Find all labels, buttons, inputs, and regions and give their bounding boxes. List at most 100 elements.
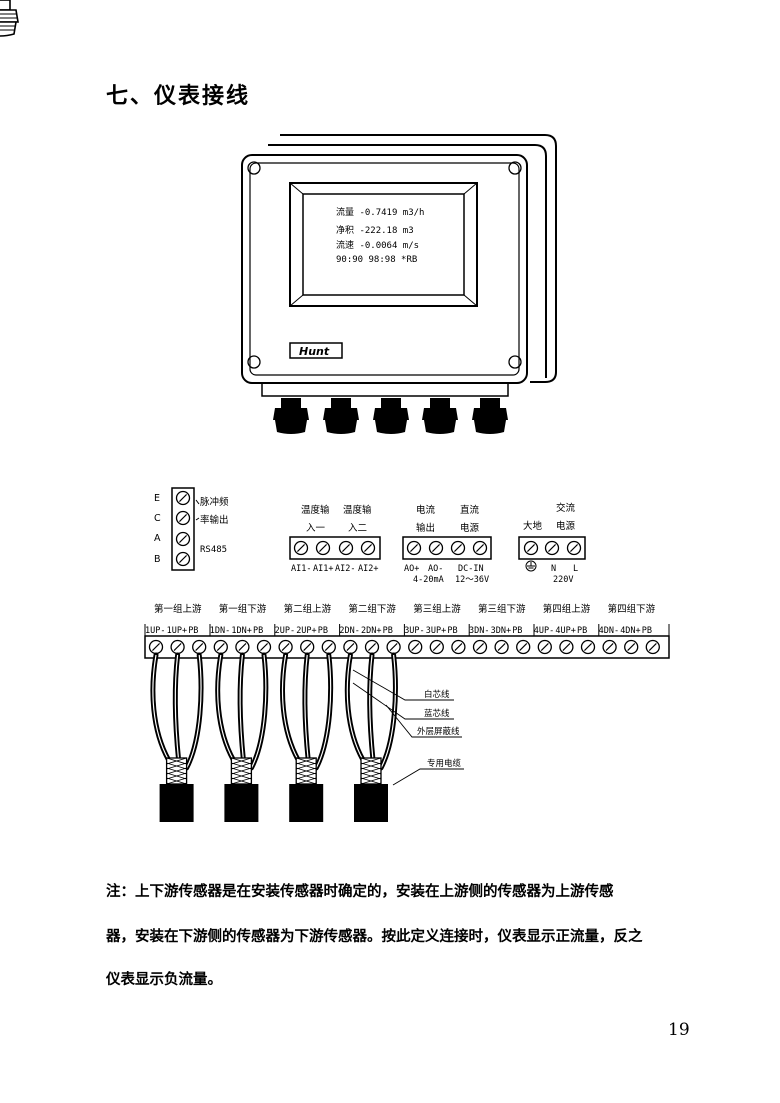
letter-a: A xyxy=(154,533,161,544)
sensor-cables xyxy=(150,652,398,822)
lcd-screen: 流量 -0.7419 m3/h 净积 -222.18 m3 流速 -0.0064… xyxy=(336,206,424,265)
cable-wire-highlight xyxy=(315,654,332,769)
strip-pin-label: 2UP+ xyxy=(296,626,316,636)
cable-wire-highlight xyxy=(239,654,244,761)
strip-pin-label: 4UP+ xyxy=(555,626,575,636)
strip-pin-label: 1UP- xyxy=(145,626,165,636)
screw-strip-20 xyxy=(580,639,596,655)
strip-pin-label: 1UP+ xyxy=(167,626,187,636)
pin-ao-plus: AO+ xyxy=(404,564,419,574)
group-title: 第二组下游 xyxy=(348,603,396,615)
brand-logo: Hunt xyxy=(299,345,330,358)
temp2-title-a: 温度输 xyxy=(343,504,372,516)
cable-callout-labels: 白芯线 蓝芯线 外层屏蔽线 专用电缆 xyxy=(417,689,462,769)
ground-title: 大地 xyxy=(523,520,543,532)
group-title: 第一组上游 xyxy=(154,603,202,615)
screw-strip-17 xyxy=(516,639,531,655)
screw-ac-2 xyxy=(566,540,582,556)
screw-temp-0 xyxy=(293,540,309,556)
group-title: 第四组下游 xyxy=(608,603,656,615)
pin-ai1-minus: AI1- xyxy=(291,564,311,574)
cable-wire-highlight xyxy=(174,654,180,761)
cable-wire-highlight xyxy=(281,654,299,761)
temp2-title-b: 入二 xyxy=(348,523,367,534)
current-range: 4-20mA xyxy=(413,575,444,585)
temp-input-block: 温度输 入一 温度输 入二 AI1- AI1+ AI2- AI2+ xyxy=(289,504,381,574)
group-title: 第三组下游 xyxy=(478,603,526,615)
lcd-line-4: 90:90 98:98 *RB xyxy=(336,255,417,265)
lcd-line-1: 流量 -0.7419 m3/h xyxy=(336,206,424,218)
callout-shield: 外层屏蔽线 xyxy=(417,726,460,737)
dc-title-a: 直流 xyxy=(460,504,480,516)
callout-blue-core: 蓝芯线 xyxy=(424,708,450,719)
sensor-terminal-strip xyxy=(144,635,670,659)
flowmeter-device-drawing xyxy=(241,134,557,397)
strip-pin-label: PB xyxy=(383,626,393,636)
note-line-2: 器，安装在下游侧的传感器为下游传感器。按此定义连接时，仪表显示正流量，反之 xyxy=(106,929,643,945)
ground-icon xyxy=(525,560,537,572)
strip-pin-label: 3DN+ xyxy=(491,626,511,636)
strip-pin-label: PB xyxy=(642,626,652,636)
strip-pin-label: 2DN+ xyxy=(361,626,381,636)
screw-left-3 xyxy=(175,551,191,567)
strip-pin-label: PB xyxy=(253,626,263,636)
group-title: 第四组上游 xyxy=(543,603,591,615)
ac-title-a: 交流 xyxy=(556,502,576,514)
screw-current-0 xyxy=(406,540,422,556)
screw-left-0 xyxy=(175,490,191,506)
sensor-group-titles: 第一组上游 第一组下游 第二组上游 第二组下游 第三组上游 第三组下游 第四组上游 第四组下游 xyxy=(154,603,656,615)
current-title-a: 电流 xyxy=(416,504,436,516)
gland-2 xyxy=(322,397,360,435)
cable-shield-braid xyxy=(295,757,317,790)
left-block-screws xyxy=(175,490,191,567)
ac-title-b: 电源 xyxy=(556,520,576,532)
lcd-line-3: 流速 -0.0064 m/s xyxy=(336,239,419,251)
cable-wire-highlight xyxy=(380,654,396,769)
temp1-title-a: 温度输 xyxy=(301,504,330,516)
screw-strip-1 xyxy=(170,639,185,655)
dc-title-b: 电源 xyxy=(460,522,480,534)
pin-n: N xyxy=(551,564,556,574)
screw-strip-10 xyxy=(364,639,380,655)
section-heading: 七、仪表接线 xyxy=(106,84,251,109)
cable-wire-highlight xyxy=(217,654,234,761)
screw-strip-2 xyxy=(192,639,207,655)
strip-pin-label: 4UP- xyxy=(534,626,554,636)
cable-jacket xyxy=(159,784,194,822)
strip-pin-label: 4DN+ xyxy=(620,626,640,636)
strip-pin-label: 4DN- xyxy=(599,626,619,636)
strip-pin-label: PB xyxy=(188,626,198,636)
screw-strip-5 xyxy=(256,639,272,655)
screw-strip-19 xyxy=(559,639,574,655)
group-title: 第一组下游 xyxy=(219,603,267,615)
letter-c: C xyxy=(154,513,161,524)
letter-b: B xyxy=(154,554,161,565)
group-title: 第二组上游 xyxy=(284,603,332,615)
temp1-title-b: 入一 xyxy=(306,523,326,534)
pin-ao-minus: AO- xyxy=(428,564,443,574)
page-number: 19 xyxy=(668,1020,690,1040)
cable-wire-highlight xyxy=(152,654,170,761)
strip-pin-label: 2UP- xyxy=(275,626,295,636)
cable-wire xyxy=(215,652,236,763)
pin-dc-in: DC-IN xyxy=(458,564,484,574)
group-title: 第三组上游 xyxy=(413,603,461,615)
screw-current-2 xyxy=(450,540,466,556)
cable-wire-highlight xyxy=(369,654,374,761)
screw-strip-7 xyxy=(300,639,315,655)
pulse-label-2: 率输出 xyxy=(200,514,229,526)
strip-pin-label: 2DN- xyxy=(339,626,359,636)
cable-jacket xyxy=(289,784,324,822)
screw-temp-2 xyxy=(338,540,354,556)
strip-pin-label: 1DN- xyxy=(210,626,230,636)
cable-wire xyxy=(150,652,172,763)
screw-left-2 xyxy=(175,531,191,547)
strip-pin-label: PB xyxy=(577,626,587,636)
screw-strip-0 xyxy=(148,639,164,655)
screw-left-1 xyxy=(175,510,191,526)
screw-strip-16 xyxy=(494,639,509,655)
pin-ai2-plus: AI2+ xyxy=(358,564,378,574)
pin-ai1-plus: AI1+ xyxy=(313,564,333,574)
note-line-1: 注：上下游传感器是在安装传感器时确定的，安装在上游侧的传感器为上游传感 xyxy=(106,884,614,900)
